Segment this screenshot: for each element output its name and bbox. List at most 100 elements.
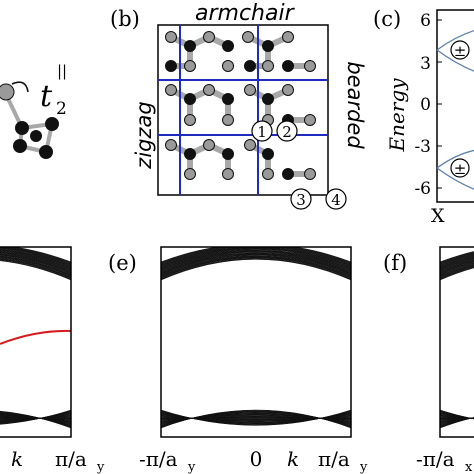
zigzag-title: zigzag [132, 101, 156, 169]
band-curve [0, 252, 71, 272]
lattice-frame [157, 24, 329, 196]
energy-tick: -3 [414, 137, 431, 157]
band-curve [0, 258, 71, 279]
band-curve [161, 247, 351, 264]
band-curve [0, 249, 71, 268]
panel-d-right-tick: π/a [55, 447, 87, 471]
panel-e-right-tick: π/a [318, 447, 350, 471]
band-curve [440, 256, 474, 269]
band-curve [161, 249, 351, 270]
band-curve [0, 258, 71, 278]
hopping-symbol: t [40, 79, 53, 114]
panel-e-label: (e) [108, 251, 137, 275]
band-curve [161, 247, 351, 263]
band-curve [0, 247, 71, 265]
svg-text:±: ± [454, 42, 467, 60]
panel-c-label: (c) [373, 7, 401, 31]
band-curve [0, 257, 71, 277]
band-curve [440, 263, 474, 276]
panel-f-left-tick: -π/a [416, 447, 455, 471]
band-curve [161, 254, 351, 275]
panel-f-frame [439, 246, 474, 438]
energy-tick: 0 [420, 95, 431, 115]
panel-b-label: (b) [110, 7, 140, 31]
band-curve [440, 253, 474, 265]
panel-f-left-tick-sub: x [465, 460, 473, 474]
band-curve [0, 252, 71, 272]
panel-a-fragment: t 2 || [0, 62, 67, 159]
band-curve [161, 247, 351, 267]
band-curve [161, 255, 351, 277]
edge-state-line [0, 329, 72, 345]
band-curve [440, 266, 474, 280]
panel-e-right-tick-sub: y [359, 460, 368, 474]
band-curve [440, 252, 474, 265]
band-curve [161, 247, 351, 266]
band-curve [0, 254, 71, 274]
band-curve [440, 260, 474, 273]
panel-e-left-tick-sub: y [187, 460, 196, 474]
band-curve [161, 250, 351, 271]
energy-axis-title: Energy [385, 78, 409, 153]
band-curve [440, 409, 474, 420]
panel-d: k π/a y [0, 246, 105, 474]
site-markers: 1 2 3 4 [251, 120, 347, 210]
panel-d-bands [0, 247, 71, 429]
x-tick-X: X [431, 205, 445, 227]
band-curve [11, 247, 71, 263]
band-curve [440, 260, 474, 273]
band-curve [161, 257, 351, 279]
bearded-title: bearded [343, 61, 367, 149]
band-curve [440, 255, 474, 267]
band-curve [161, 257, 351, 278]
band-curve [161, 255, 351, 277]
band-curve [161, 255, 351, 276]
band-curve [440, 258, 474, 271]
armchair-title: armchair [195, 1, 296, 26]
panel-f-label: (f) [383, 251, 407, 275]
band-curve [161, 250, 351, 270]
band-curve [440, 266, 474, 279]
panel-c: (c) Energy 6 3 0 -3 -6 ± ± X [373, 7, 474, 227]
band-curve [0, 251, 71, 271]
band-curve [440, 267, 474, 281]
band-curve [161, 249, 351, 269]
hopping-atoms [0, 83, 59, 159]
band-curve [440, 262, 474, 276]
band-curve [440, 264, 474, 278]
band-curve [440, 254, 474, 266]
panel-d-k-label: k [11, 447, 23, 471]
energy-ticks: 6 3 0 -3 -6 [414, 11, 431, 199]
lattice-atoms [165, 31, 316, 180]
band-curve [0, 257, 71, 278]
band-curve [440, 265, 474, 278]
panel-e-left-tick: -π/a [139, 447, 178, 471]
band-curve [0, 248, 71, 267]
band-curve [0, 409, 71, 425]
band-curve [161, 256, 351, 278]
lattice-grid [158, 25, 328, 195]
band-curve [0, 250, 71, 269]
band-curve [440, 261, 474, 274]
svg-text:2: 2 [282, 123, 292, 141]
band-curve [440, 256, 474, 268]
band-curve [440, 253, 474, 266]
band-curve [440, 257, 474, 270]
band-curve [161, 253, 351, 274]
band-curve [440, 251, 474, 263]
panel-e: (e) -π/a y 0 k π/a y [108, 246, 368, 474]
band-curve [161, 251, 351, 272]
band-curve [440, 262, 474, 275]
band-curve [161, 252, 351, 272]
panel-d-frame [0, 246, 72, 438]
band-curve [6, 247, 71, 264]
panel-c-frame [436, 9, 474, 203]
band-curve [161, 253, 351, 275]
pm-marker-lower: ± [450, 158, 470, 178]
band-curve [440, 252, 474, 264]
band-curve [161, 248, 351, 269]
band-curve [0, 254, 71, 274]
site-marker-3: 3 [290, 188, 312, 210]
band-curve [440, 251, 474, 263]
